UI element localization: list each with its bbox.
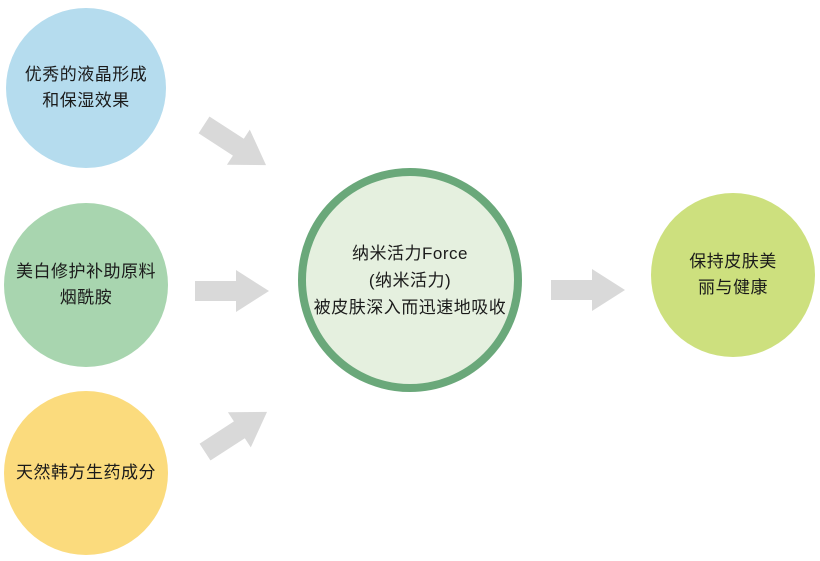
circle-liquid-crystal-moisture-label: 优秀的液晶形成 和保湿效果 xyxy=(25,62,148,114)
circle-liquid-crystal-moisture: 优秀的液晶形成 和保湿效果 xyxy=(6,8,166,168)
circle-whitening-niacinamide: 美白修护补助原料 烟酰胺 xyxy=(4,203,168,367)
circle-skin-beauty-health-result: 保持皮肤美 丽与健康 xyxy=(651,193,815,357)
circle-nano-force-center-label: 纳米活力Force (纳米活力) 被皮肤深入而迅速地吸收 xyxy=(314,240,507,321)
label-line: (纳米活力) xyxy=(368,270,452,290)
circle-natural-herbal-ingredients-label: 天然韩方生药成分 xyxy=(16,460,156,486)
label-line: 天然韩方生药成分 xyxy=(16,463,156,482)
arrow-down-right-icon xyxy=(193,107,278,183)
label-line: 纳米活力Force xyxy=(352,243,468,263)
label-line: 保持皮肤美 xyxy=(689,252,777,271)
circle-nano-force-center: 纳米活力Force (纳米活力) 被皮肤深入而迅速地吸收 xyxy=(298,168,522,392)
label-line: 丽与健康 xyxy=(698,278,768,297)
label-line: 美白修护补助原料 xyxy=(16,262,156,281)
label-line: 优秀的液晶形成 xyxy=(24,65,148,84)
label-line: 被皮肤深入而迅速地吸收 xyxy=(313,297,507,317)
arrow-right-icon xyxy=(551,269,625,311)
circle-skin-beauty-health-result-label: 保持皮肤美 丽与健康 xyxy=(689,249,777,301)
label-line: 烟酰胺 xyxy=(59,288,113,307)
arrow-up-right-icon xyxy=(194,394,279,470)
circle-whitening-niacinamide-label: 美白修护补助原料 烟酰胺 xyxy=(16,259,156,311)
circle-natural-herbal-ingredients: 天然韩方生药成分 xyxy=(4,391,168,555)
label-line: 和保湿效果 xyxy=(42,91,130,110)
arrow-right-icon xyxy=(195,270,269,312)
